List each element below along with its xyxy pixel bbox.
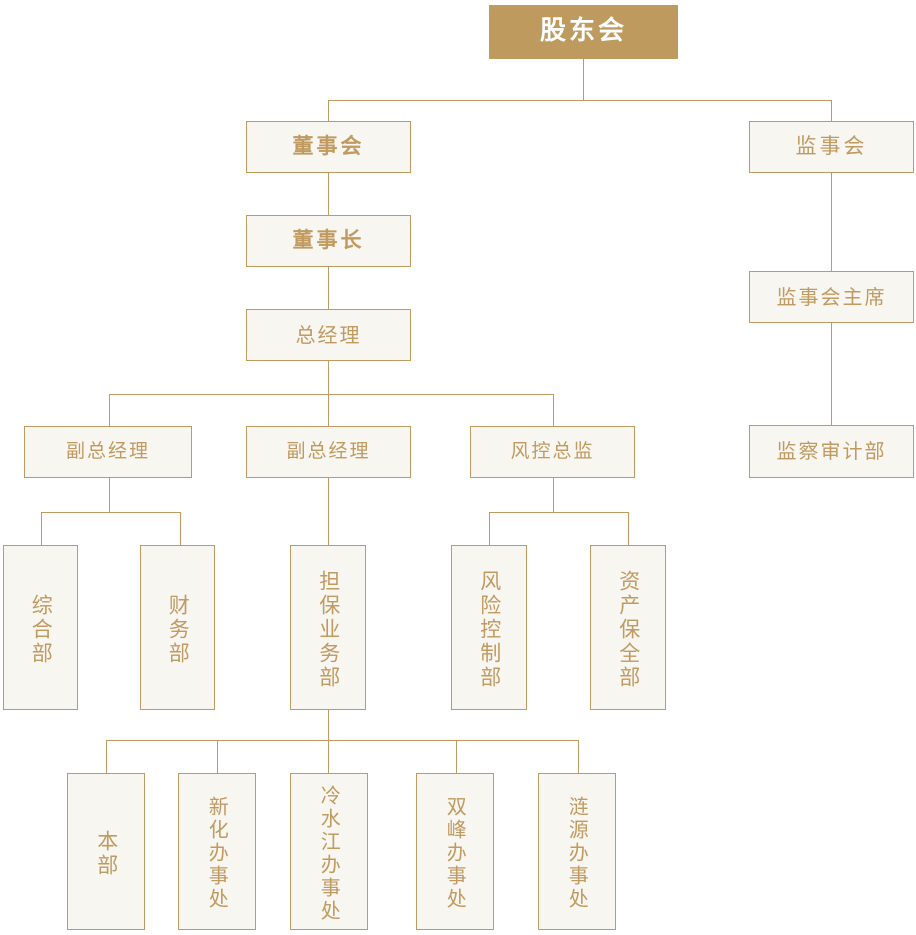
node-deputy-gm-1[interactable]: 副总经理 [24,426,192,478]
connector-to-headquarters [106,740,107,773]
connector-gm-bar [109,394,553,395]
connector-to-general-affairs [41,512,42,545]
node-finance-dept[interactable]: 财务部 [140,545,215,710]
node-general-manager[interactable]: 总经理 [246,309,411,361]
connector-root-bar [328,100,832,101]
connector-offices-bar [106,740,579,741]
connector-to-lengshuijiang [328,740,329,773]
connector-to-lianyuan [578,740,579,773]
connector-to-risk-control [489,512,490,545]
node-shareholders-meeting[interactable]: 股东会 [489,5,678,59]
node-headquarters[interactable]: 本部 [67,773,145,930]
node-board-of-directors[interactable]: 董事会 [246,121,411,173]
node-board-of-supervisors[interactable]: 监事会 [749,121,914,173]
node-chairman[interactable]: 董事长 [246,215,411,267]
connector-deputy2-to-guarantee [328,478,329,545]
connector-deputy1-bar [41,512,180,513]
connector-to-finance [180,512,181,545]
node-deputy-gm-2[interactable]: 副总经理 [246,426,411,478]
connector-board-to-chairman [328,173,329,215]
node-lianyuan-office[interactable]: 涟源办事处 [538,773,616,930]
connector-to-asset-preservation [628,512,629,545]
node-supervisor-chairman[interactable]: 监事会主席 [749,271,914,323]
connector-to-risk-director [553,394,554,426]
node-general-affairs-dept[interactable]: 综合部 [3,545,78,710]
connector-to-shuangfeng [456,740,457,773]
node-xinhua-office[interactable]: 新化办事处 [178,773,256,930]
connector-risk-director-bar [489,512,628,513]
connector-chairman-to-gm [328,267,329,309]
connector-supervisors-to-chair [831,173,832,271]
node-risk-control-dept[interactable]: 风险控制部 [451,545,527,710]
node-shuangfeng-office[interactable]: 双峰办事处 [416,773,494,930]
connector-to-deputy-1 [109,394,110,426]
node-risk-director[interactable]: 风控总监 [470,426,635,478]
connector-to-supervisors [831,100,832,121]
connector-deputy1-stem [109,478,110,512]
node-asset-preservation-dept[interactable]: 资产保全部 [590,545,666,710]
node-lengshuijiang-office[interactable]: 冷水江办事处 [290,773,368,930]
connector-to-board [328,100,329,121]
connector-risk-director-stem [553,478,554,512]
connector-root-stem [583,59,584,100]
node-audit-department[interactable]: 监察审计部 [749,425,914,478]
connector-guarantee-stem [328,709,329,741]
connector-to-deputy-2 [328,394,329,426]
connector-chair-to-audit [831,323,832,425]
connector-to-xinhua [217,740,218,773]
node-guarantee-business-dept[interactable]: 担保业务部 [290,545,366,710]
connector-gm-stem [328,361,329,394]
